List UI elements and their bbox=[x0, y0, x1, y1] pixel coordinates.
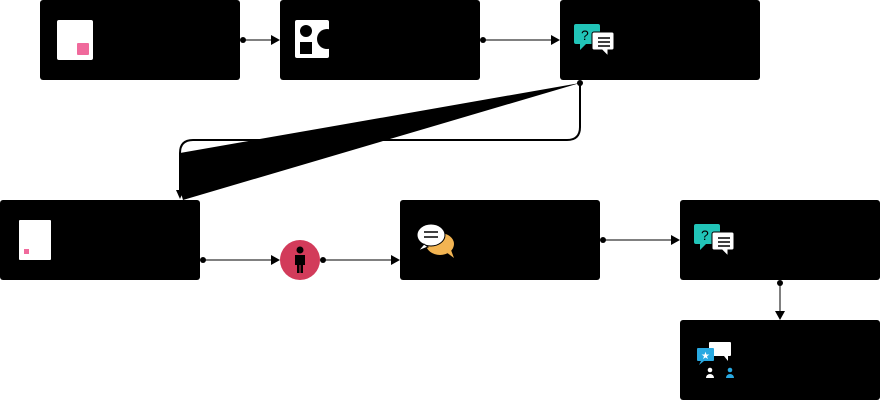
svg-text:?: ? bbox=[701, 227, 709, 243]
edge-step-7-step-8 bbox=[775, 280, 785, 320]
document-icon bbox=[57, 20, 93, 60]
edge-step-3-step-4 bbox=[176, 80, 583, 200]
shapes-icon bbox=[295, 20, 337, 58]
edge-step-2-step-3 bbox=[480, 35, 560, 45]
edge-step-6-step-7 bbox=[600, 235, 680, 245]
node-step-8[interactable]: ★ bbox=[680, 320, 880, 400]
question-chat-icon: ? bbox=[694, 224, 735, 258]
edge-step-5-step-6 bbox=[320, 255, 400, 265]
node-step-6[interactable] bbox=[400, 200, 600, 280]
node-step-7[interactable]: ? bbox=[680, 200, 880, 280]
node-step-5[interactable] bbox=[280, 240, 320, 280]
conversation-icon bbox=[416, 223, 454, 258]
node-step-1[interactable] bbox=[40, 0, 240, 80]
svg-text:★: ★ bbox=[701, 351, 710, 362]
node-step-4[interactable] bbox=[0, 200, 200, 280]
svg-text:?: ? bbox=[581, 27, 589, 43]
small-document-icon bbox=[19, 220, 51, 260]
feedback-people-icon: ★ bbox=[697, 342, 734, 378]
question-chat-icon: ? bbox=[574, 24, 615, 58]
node-step-2[interactable] bbox=[280, 0, 480, 80]
person-icon bbox=[295, 246, 305, 273]
connectors bbox=[176, 35, 785, 320]
edge-step-4-step-5 bbox=[200, 255, 280, 265]
edge-step-1-step-2 bbox=[240, 35, 280, 45]
node-step-3[interactable]: ? bbox=[560, 0, 760, 80]
